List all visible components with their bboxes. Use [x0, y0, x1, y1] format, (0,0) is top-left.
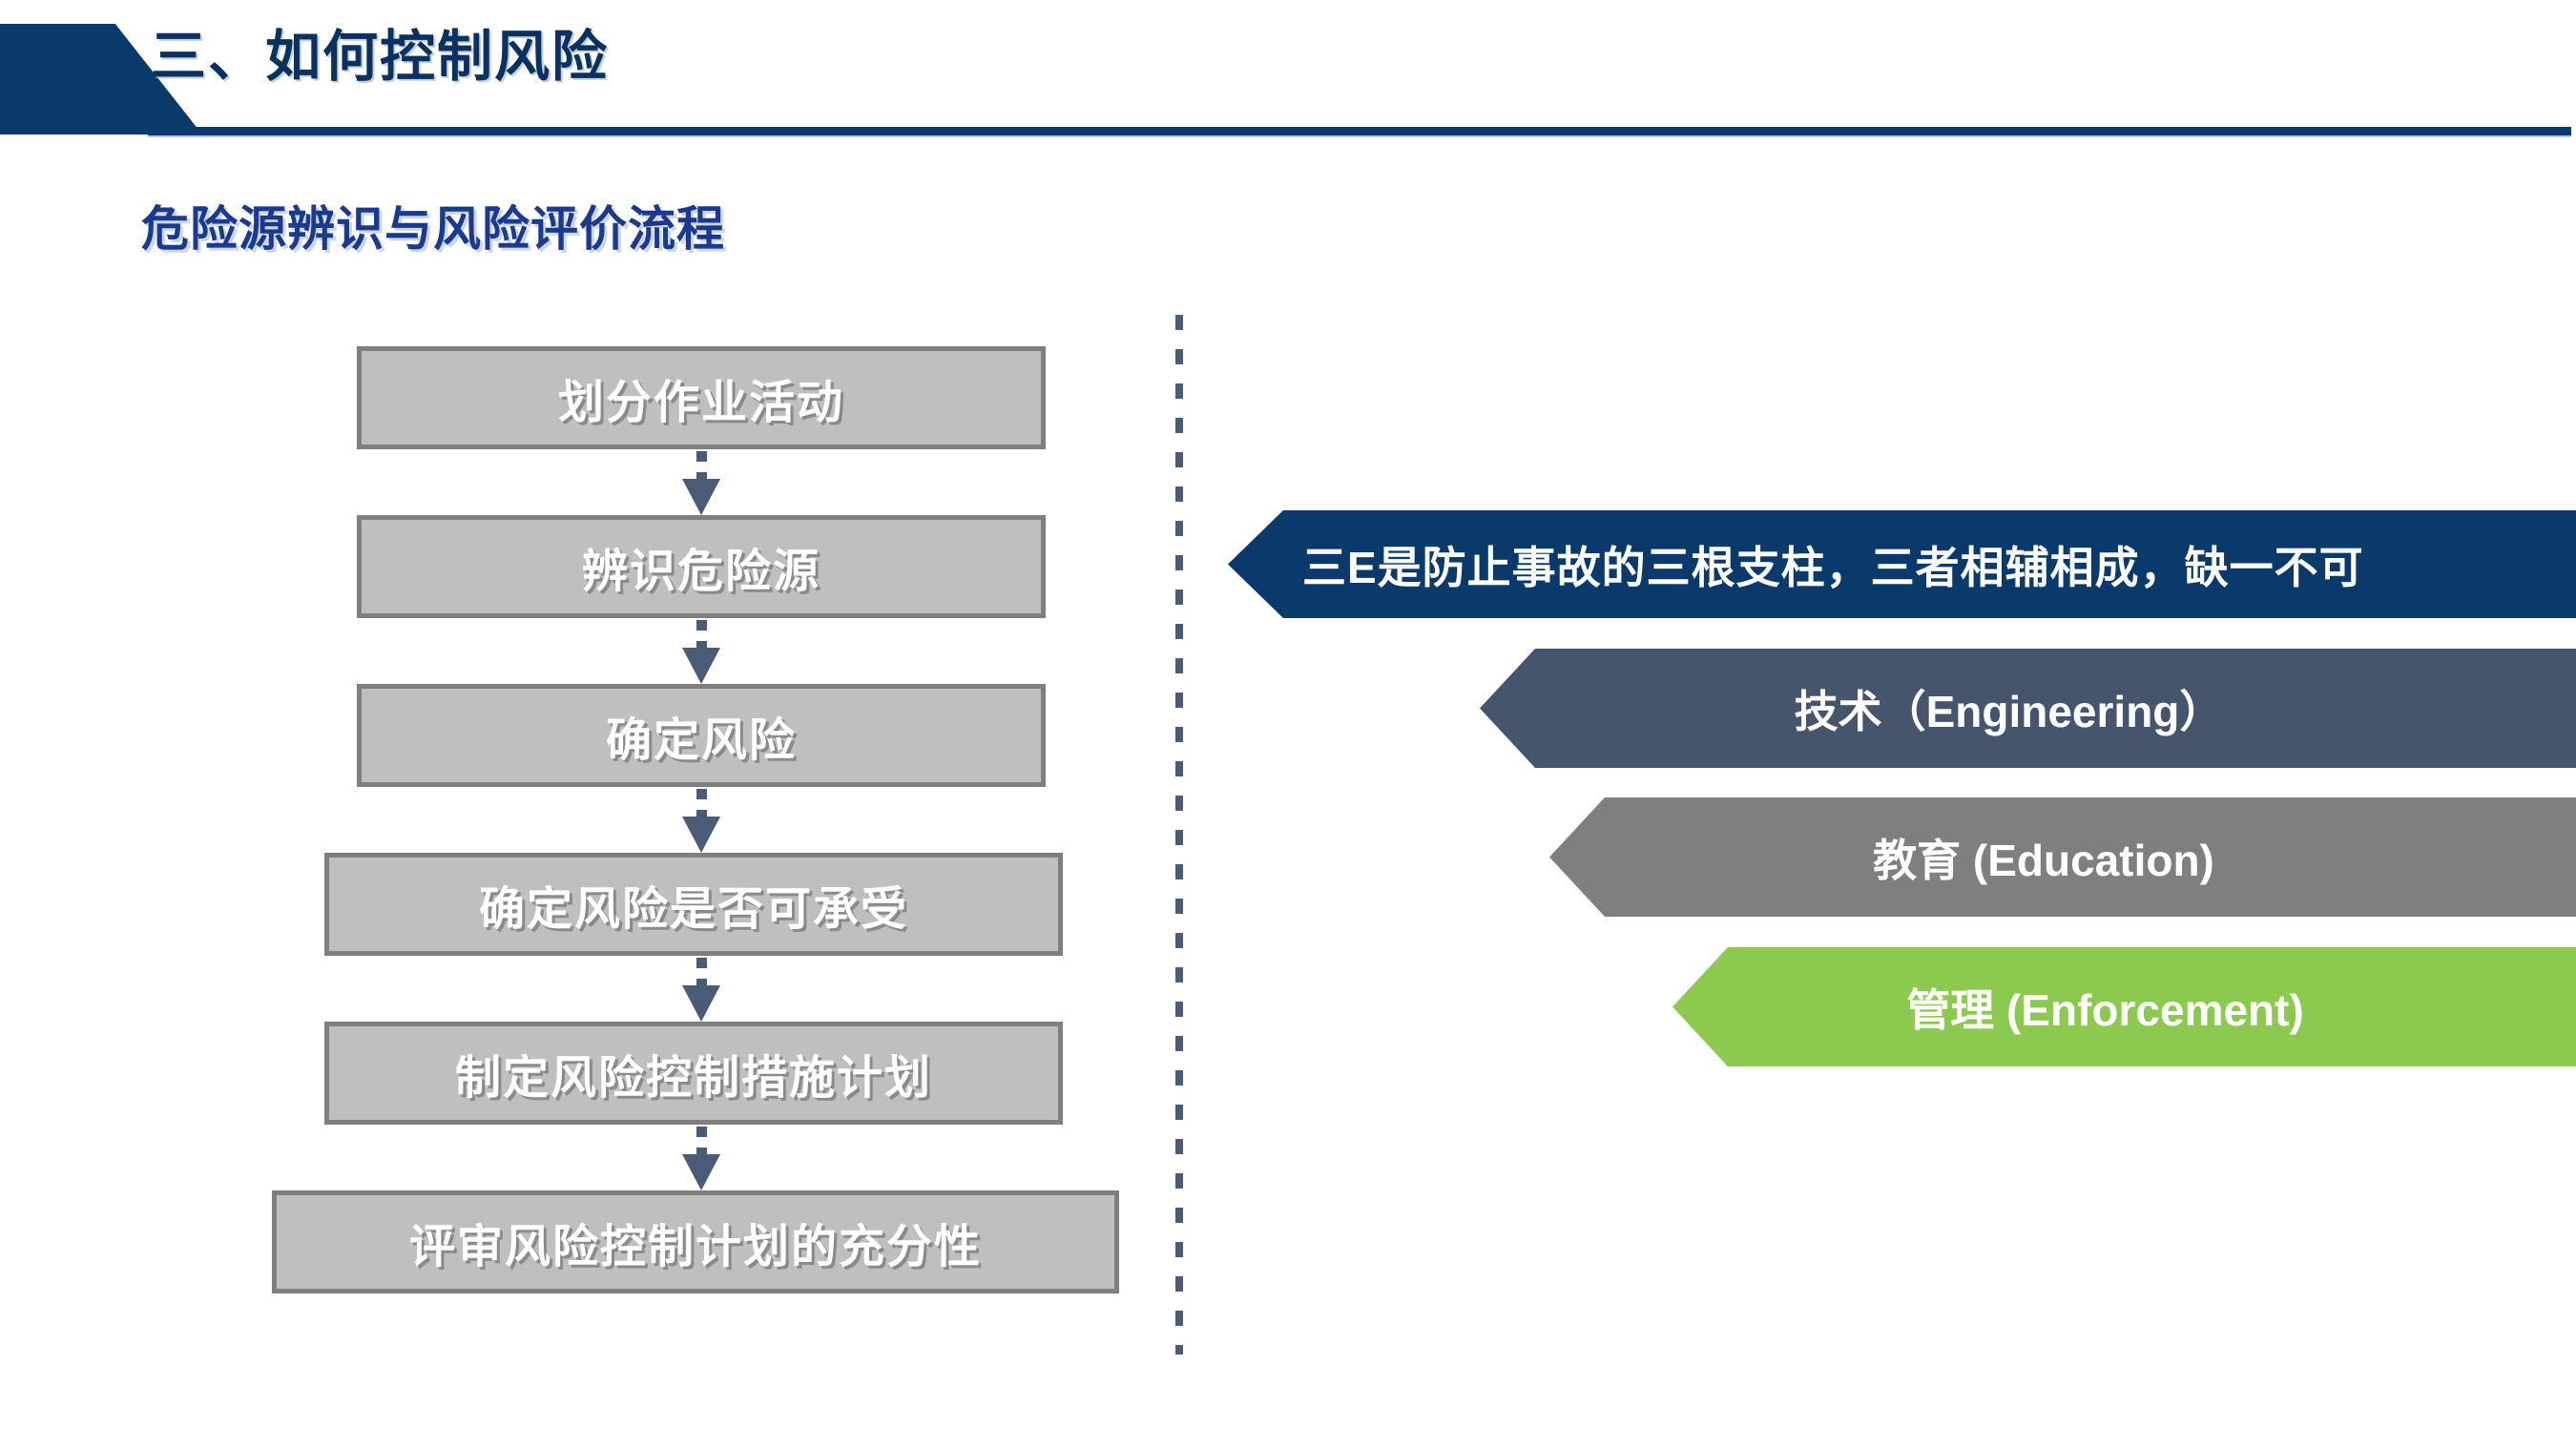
flow-step-label: 评审风险控制计划的充分性: [408, 1222, 982, 1272]
arrow-head: [682, 479, 720, 515]
flow-step-label: 辨识危险源: [581, 547, 821, 597]
section-subtitle: 危险源辨识与风险评价流程: [141, 202, 725, 256]
flow-step-1: 划分作业活动: [357, 346, 1046, 449]
arrow-head: [682, 648, 720, 684]
flow-step-label: 确定风险是否可承受: [478, 884, 908, 935]
arrow-head: [682, 817, 720, 853]
arrow-head: [682, 985, 720, 1022]
flow-step-2: 辨识危险源: [357, 515, 1046, 618]
three-e-banner-chevron: 三E是防止事故的三根支柱，三者相辅相成，缺一不可: [1228, 510, 2576, 618]
flow-step-3: 确定风险: [357, 684, 1046, 787]
pillar-chevron-education: 教育 (Education): [1549, 797, 2576, 917]
flow-arrow-1: [682, 451, 720, 515]
flow-step-5: 制定风险控制措施计划: [324, 1022, 1063, 1125]
header-divider-rule: [148, 127, 2571, 137]
page-title: 三、如何控制风险: [151, 26, 610, 88]
three-e-banner-label: 三E是防止事故的三根支柱，三者相辅相成，缺一不可: [1302, 542, 2364, 592]
flow-arrow-5: [682, 1127, 720, 1190]
flow-step-label: 确定风险: [605, 715, 797, 766]
flow-arrow-4: [682, 958, 720, 1022]
flow-step-6: 评审风险控制计划的充分性: [272, 1190, 1119, 1293]
pillar-label-enforcement: 管理 (Enforcement): [1906, 984, 2304, 1035]
arrow-head: [682, 1154, 720, 1190]
vertical-dashed-divider: [1175, 315, 1183, 1355]
pillar-chevron-engineering: 技术（Engineering）: [1480, 649, 2576, 768]
flow-arrow-2: [682, 620, 720, 684]
pillar-chevron-enforcement: 管理 (Enforcement): [1672, 947, 2576, 1066]
flow-step-label: 制定风险控制措施计划: [454, 1053, 932, 1104]
flow-step-label: 划分作业活动: [557, 378, 844, 428]
flow-arrow-3: [682, 789, 720, 853]
flow-step-4: 确定风险是否可承受: [324, 853, 1063, 956]
pillar-label-education: 教育 (Education): [1873, 835, 2214, 885]
pillar-label-engineering: 技术（Engineering）: [1794, 686, 2224, 736]
